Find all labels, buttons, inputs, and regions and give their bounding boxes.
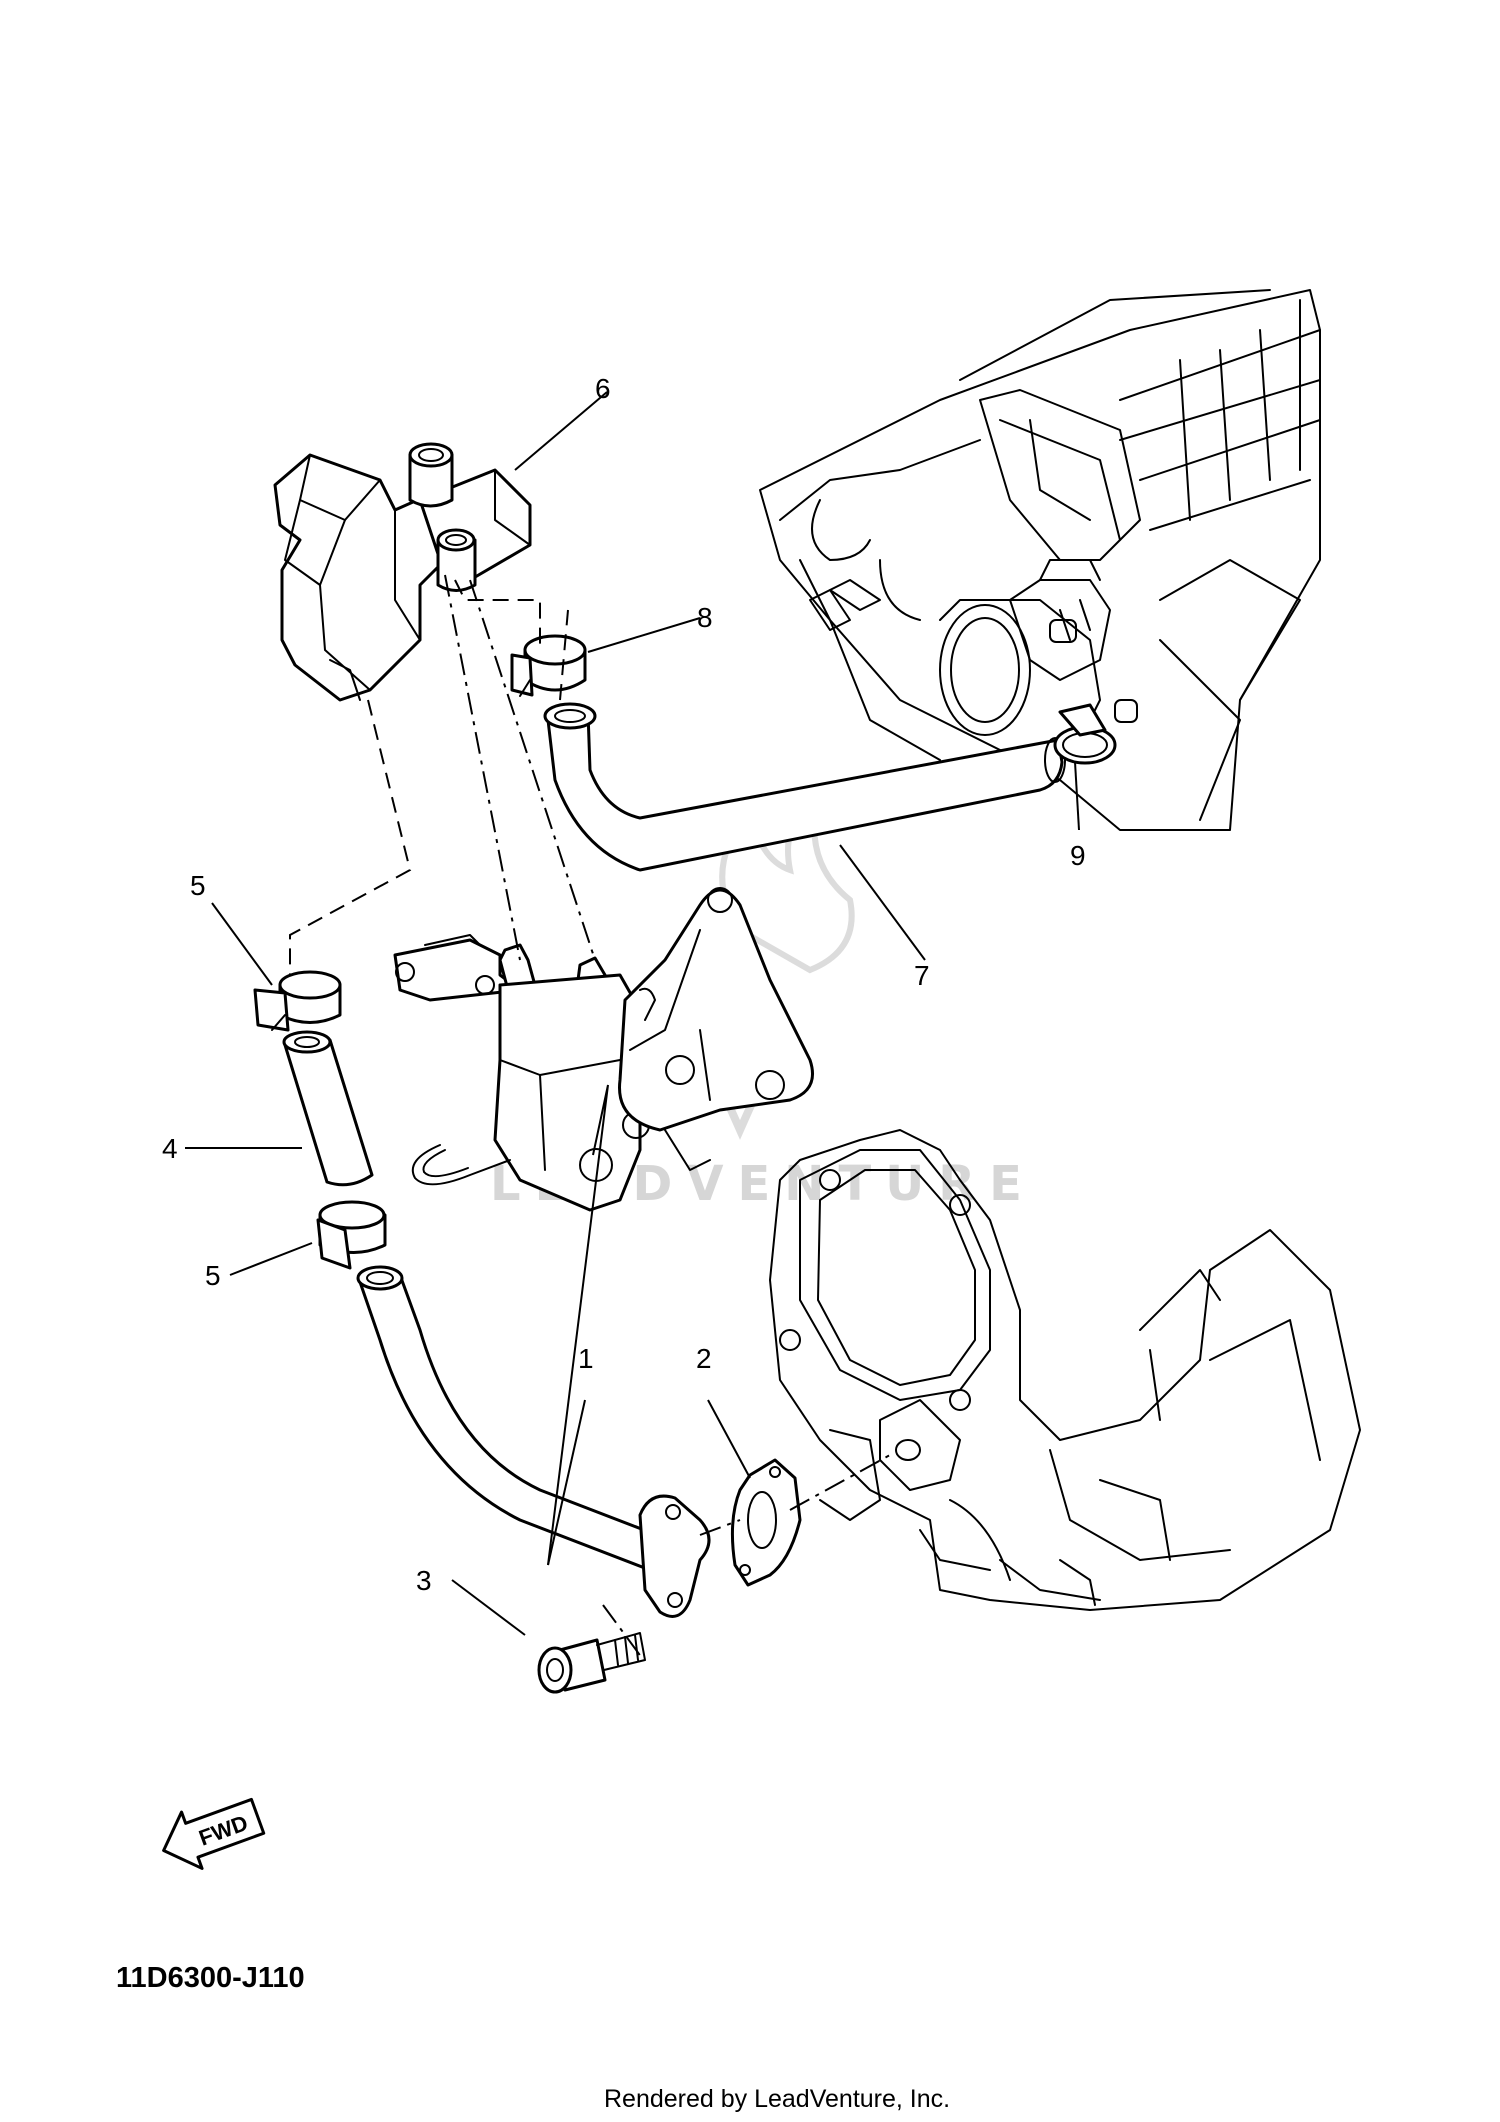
clamp-5-lower (316, 1200, 387, 1270)
air-cut-valve (273, 442, 532, 702)
callout-7[interactable]: 7 (914, 960, 930, 991)
diagram-code: 11D6300-J110 (116, 1962, 305, 1994)
clamp-8 (510, 634, 587, 697)
mounting-bracket (393, 887, 814, 1212)
callout-1[interactable]: 1 (578, 1343, 594, 1374)
clamp-9 (1053, 703, 1117, 765)
hose-7 (543, 702, 1066, 872)
callout-9[interactable]: 9 (1070, 840, 1086, 871)
throttle-body-assembly (759, 289, 1321, 831)
clamp-5-upper (253, 970, 342, 1032)
cylinder-head (769, 1129, 1361, 1611)
forward-direction-arrow: FWD (162, 1797, 266, 1870)
callout-5-lower[interactable]: 5 (205, 1260, 221, 1291)
gasket-2 (730, 1458, 802, 1587)
bolt-3 (537, 1632, 646, 1694)
callout-3[interactable]: 3 (416, 1565, 432, 1596)
leader-lines (185, 391, 1080, 1636)
hose-4 (282, 1030, 374, 1187)
callout-4[interactable]: 4 (162, 1133, 178, 1164)
render-credit: Rendered by LeadVenture, Inc. (604, 2085, 951, 2113)
assembly-lines (289, 574, 891, 1659)
callout-6[interactable]: 6 (595, 373, 611, 404)
callout-2[interactable]: 2 (696, 1343, 712, 1374)
air-induction-pipe-1 (356, 1265, 711, 1618)
callout-5-upper[interactable]: 5 (190, 870, 206, 901)
callout-8[interactable]: 8 (697, 602, 713, 633)
